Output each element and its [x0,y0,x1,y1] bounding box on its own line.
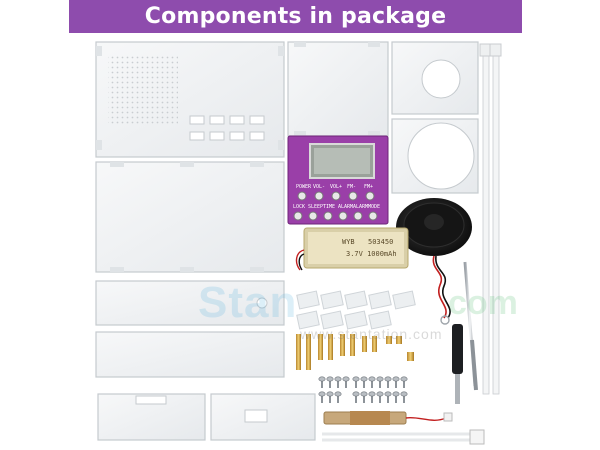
screw [392,376,400,388]
screws [318,376,408,403]
screw [318,376,326,388]
battery: WYB 503450 3.7V 1000mAh [295,227,409,271]
battery-model: WYB [342,238,355,246]
screw [384,391,392,403]
acrylic-panel-side-large-hole [391,118,479,194]
screw [342,376,350,388]
screw [318,391,326,403]
battery-part: 503450 [368,238,393,246]
connector-cable [322,429,485,445]
pcb-label-bottom: ALARM [353,204,368,210]
screw [334,391,342,403]
acrylic-panel-strip-2 [95,331,285,378]
ferrite-antenna-coil [323,411,453,425]
screw [352,391,360,403]
copper-standoffs [296,334,414,370]
pcb-button [368,211,378,221]
pcb-label-bottom: TIME [323,204,335,210]
screw [360,376,368,388]
screw [326,376,334,388]
pcb-label-bottom: SLEEP [308,204,323,210]
acrylic-panel-bottom-left [97,393,206,441]
screw [360,391,368,403]
acrylic-panel-side-small-hole [391,41,479,115]
cable-tie-vertical [479,43,502,395]
pcb-button [331,191,341,201]
acrylic-panel-back [95,161,285,273]
screwdriver [452,324,463,404]
acrylic-panel-top [287,41,389,137]
pcb-button [314,191,324,201]
antenna [463,261,478,391]
battery-rating: 3.7V 1000mAh [346,250,397,258]
pcb-button [338,211,348,221]
screw [368,391,376,403]
acrylic-panel-bottom-right [210,393,316,441]
pcb-button [297,191,307,201]
pcb-label-top: VOL+ [330,184,342,190]
title-banner: Components in package [69,0,522,33]
pcb-label-top: FM- [347,184,356,190]
pcb-label-top: POWER [296,184,312,190]
pcb-label-top: FM+ [364,184,373,190]
screw [384,376,392,388]
pcb-label-bottom: LOCK [293,204,305,210]
screw [368,376,376,388]
pcb-button [323,211,333,221]
screw [376,376,384,388]
pcb-button [365,191,375,201]
pcb-button [293,211,303,221]
acrylic-panel-front [95,41,285,158]
screw [400,376,408,388]
pcb-label-bottom: ALARM [338,204,353,210]
pcb-button [353,211,363,221]
screw [334,376,342,388]
pcb-label-bottom: MODE [368,204,380,210]
pcb-button [348,191,358,201]
acrylic-panel-strip-1 [95,280,285,326]
screw [326,391,334,403]
speaker [396,198,472,325]
screw [400,391,408,403]
banner-title: Components in package [144,4,447,29]
foam-pads [296,290,416,330]
screw [392,391,400,403]
pcb-button [308,211,318,221]
pcb-label-top: VOL- [313,184,325,190]
screw [352,376,360,388]
screw [376,391,384,403]
